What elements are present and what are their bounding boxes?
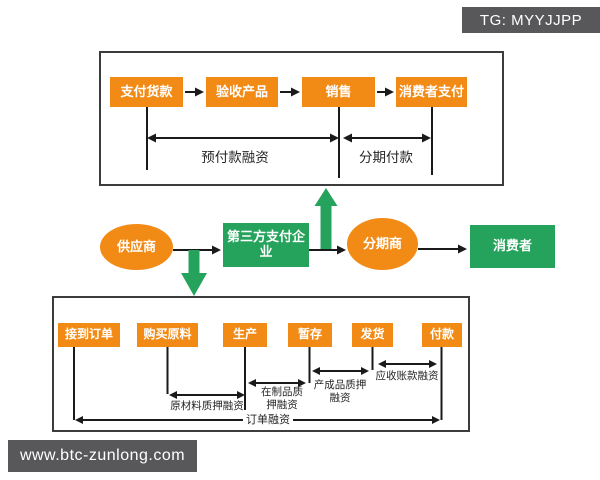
installment-merchant-ellipse: 分期商 (347, 218, 418, 270)
label-finished-goods-pledge-financing: 产成品质押融资 (313, 379, 367, 404)
step-payment: 付款 (422, 323, 462, 347)
supplier-ellipse: 供应商 (100, 224, 173, 270)
label-installment-payment: 分期付款 (359, 150, 413, 165)
consumer-box: 消费者 (470, 225, 555, 268)
bottom-panel-connectors (73, 347, 443, 424)
telegram-watermark: TG: MYYJJPP (462, 7, 600, 33)
label-prepayment-financing: 预付款融资 (201, 150, 269, 165)
step-buy-materials: 购买原料 (137, 323, 198, 347)
label-receivables-financing: 应收账款融资 (375, 370, 439, 382)
website-watermark: www.btc-zunlong.com (8, 440, 197, 472)
step-shipping: 发货 (352, 323, 393, 347)
step-storage: 暂存 (288, 323, 332, 347)
step-pay-goods: 支付货款 (110, 77, 183, 107)
step-sales: 销售 (302, 77, 375, 107)
third-party-payment-box: 第三方支付企业 (223, 223, 309, 267)
flow-up-arrow-icon (314, 188, 338, 249)
step-inspect-product: 验收产品 (206, 77, 278, 107)
purchase-sales-panel (99, 51, 504, 186)
label-raw-material-pledge-financing: 原材料质押融资 (170, 400, 244, 412)
middle-connectors (173, 188, 467, 296)
step-production: 生产 (223, 323, 267, 347)
step-receive-order: 接到订单 (58, 323, 120, 347)
flow-down-arrow-icon (181, 250, 207, 296)
step-consumer-pay: 消费者支付 (396, 77, 467, 107)
label-wip-pledge-financing: 在制品质押融资 (261, 386, 303, 411)
top-panel-connectors (146, 87, 433, 178)
label-order-financing: 订单融资 (243, 414, 293, 428)
